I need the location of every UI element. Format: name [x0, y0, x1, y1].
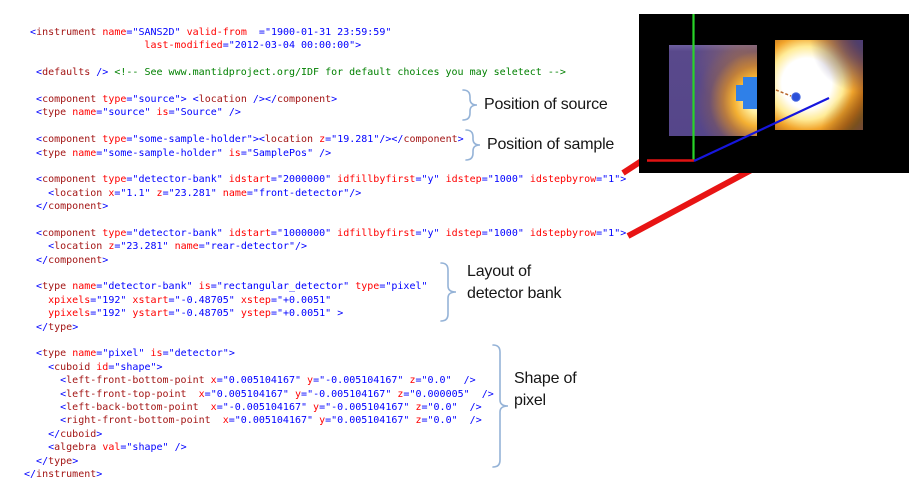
beam-stop-marker: [743, 77, 757, 109]
beam-direction-line: [693, 97, 830, 162]
instrument-3d-view: [639, 14, 909, 173]
sample-sphere: [791, 92, 801, 102]
dashed-trace-line: [775, 89, 792, 97]
annotation-position-of-sample: Position of sample: [487, 136, 615, 153]
xml-code: <instrument name="SANS2D" valid-from ="1…: [24, 27, 627, 480]
annotation-layout-of-detector-bank: Layout of detector bank: [467, 263, 562, 302]
annotation-position-of-source: Position of source: [484, 96, 608, 113]
annotation-shape-of-pixel: Shape of pixel: [514, 370, 577, 409]
beam-axes: [647, 14, 830, 162]
rear-detector-panel: [775, 40, 863, 130]
